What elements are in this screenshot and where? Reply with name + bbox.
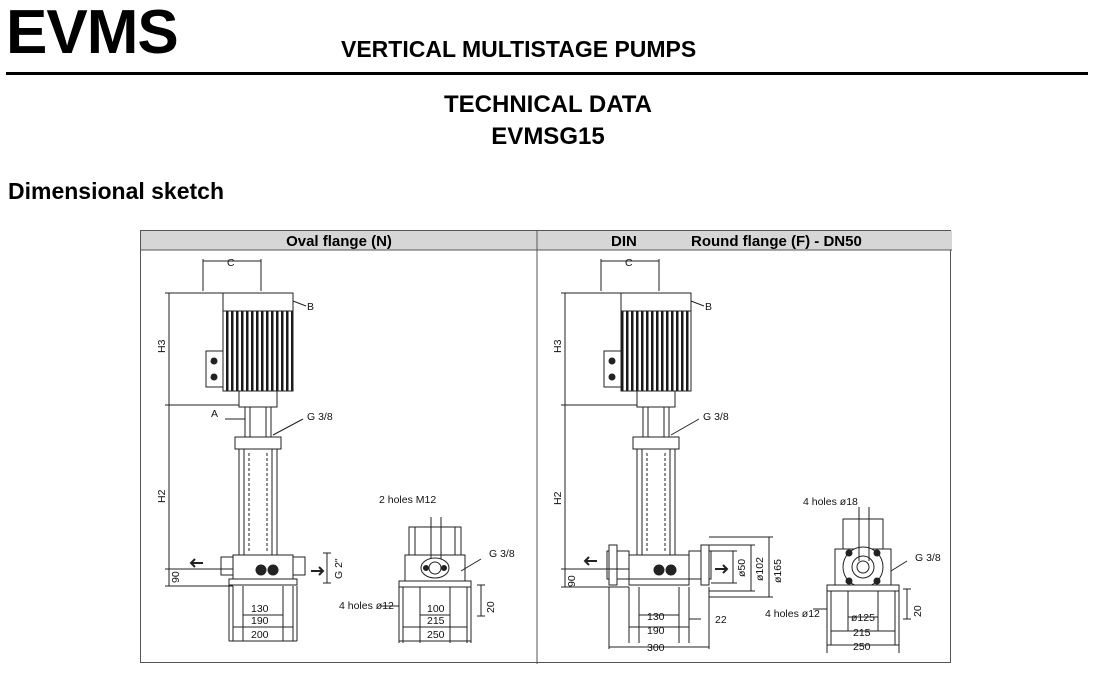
label-h3-left: H3 <box>156 339 168 353</box>
label-o125: ø125 <box>851 612 875 624</box>
label-250-right: 250 <box>853 641 871 653</box>
right-panel-din: DIN <box>611 233 637 250</box>
label-100-left: 100 <box>427 603 445 615</box>
model-title: EVMSG15 <box>491 123 605 150</box>
right-panel-title: Round flange (F) - DN50 <box>691 233 862 250</box>
label-o165: ø165 <box>772 559 784 583</box>
right-pump-drawing <box>561 259 773 649</box>
label-a-left: A <box>211 408 218 420</box>
label-b-right: B <box>705 301 712 313</box>
label-20-right: 20 <box>912 605 924 617</box>
label-o102: ø102 <box>754 557 766 581</box>
header-rule <box>6 72 1088 75</box>
label-g38-side-right: G 3/8 <box>915 552 941 564</box>
label-90-left: 90 <box>170 571 182 583</box>
label-g2-left: G 2" <box>333 558 345 579</box>
label-300-right: 300 <box>647 642 665 654</box>
label-2-holes-m12: 2 holes M12 <box>379 494 436 506</box>
document-subtitle: VERTICAL MULTISTAGE PUMPS <box>341 36 697 62</box>
label-90-right: 90 <box>566 575 578 587</box>
label-20-left: 20 <box>485 601 497 613</box>
brand-logo: EVMS <box>6 0 179 67</box>
label-b-left: B <box>307 301 314 313</box>
label-g38-right: G 3/8 <box>703 411 729 423</box>
dimensional-sketch-svg: Oval flange (N) DIN Round flange (F) - D… <box>141 231 952 664</box>
label-130-right: 130 <box>647 611 665 623</box>
label-o50: ø50 <box>736 559 748 577</box>
label-200-left: 200 <box>251 629 269 641</box>
label-215-left: 215 <box>427 615 445 627</box>
label-22-right: 22 <box>715 614 727 626</box>
label-4-holes-o12-right: 4 holes ø12 <box>765 608 820 620</box>
label-h2-right: H2 <box>552 491 564 505</box>
left-side-view-drawing <box>381 517 485 643</box>
label-h3-right: H3 <box>552 339 564 353</box>
label-g38-left: G 3/8 <box>307 411 333 423</box>
technical-data-title: TECHNICAL DATA <box>444 91 652 118</box>
label-g38-side-left: G 3/8 <box>489 548 515 560</box>
left-panel-title: Oval flange (N) <box>286 233 392 250</box>
label-190-right: 190 <box>647 625 665 637</box>
dimensional-sketch-figure: Oval flange (N) DIN Round flange (F) - D… <box>140 230 952 664</box>
label-h2-left: H2 <box>156 489 168 503</box>
label-4-holes-o18: 4 holes ø18 <box>803 496 858 508</box>
label-190-left: 190 <box>251 615 269 627</box>
label-4-holes-o12-left: 4 holes ø12 <box>339 600 394 612</box>
label-c-right: C <box>625 257 633 269</box>
label-215-right: 215 <box>853 627 871 639</box>
label-130-left: 130 <box>251 603 269 615</box>
figure-header-bar <box>141 231 952 250</box>
right-side-view-drawing <box>813 507 911 653</box>
section-title: Dimensional sketch <box>8 178 225 204</box>
label-250-left: 250 <box>427 629 445 641</box>
label-c-left: C <box>227 257 235 269</box>
left-pump-drawing <box>165 259 331 642</box>
